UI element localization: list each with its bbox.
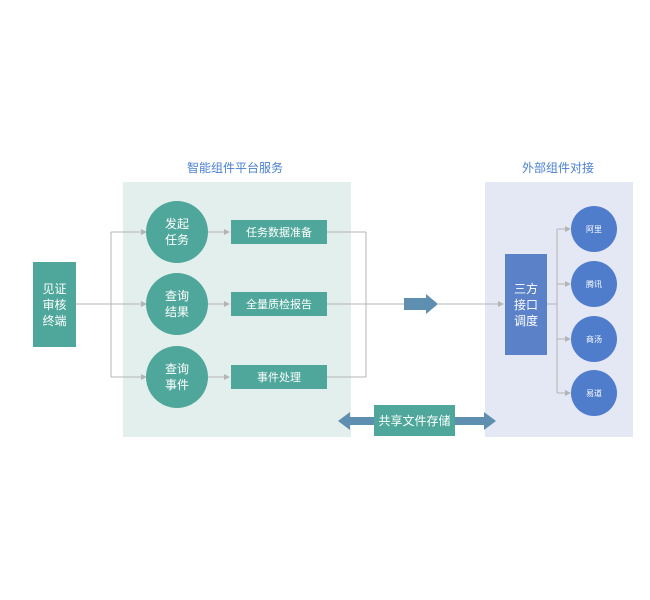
vendor-ali-label: 阿里 xyxy=(586,224,602,234)
task-data-prep-node: 任务数据准备 xyxy=(231,220,327,244)
vendor-sensetime-label: 商汤 xyxy=(586,334,602,344)
shared-storage-node: 共享文件存储 xyxy=(374,405,455,436)
query-result-node: 查询 结果 xyxy=(146,273,208,335)
shared-storage-label: 共享文件存储 xyxy=(378,414,451,428)
external-title: 外部组件对接 xyxy=(521,161,594,175)
vendor-tencent-node: 腾讯 xyxy=(571,261,617,307)
vendor-yidao-node: 易道 xyxy=(571,370,617,416)
review-terminal-node: 见证 审核 终端 xyxy=(33,262,76,347)
event-handling-label: 事件处理 xyxy=(257,371,301,384)
vendor-sensetime-node: 商汤 xyxy=(571,316,617,362)
vendor-ali-node: 阿里 xyxy=(571,206,617,252)
start-task-label: 发起 任务 xyxy=(164,217,189,247)
platform-title: 智能组件平台服务 xyxy=(186,161,283,175)
forward-arrow xyxy=(404,294,438,314)
full-qc-report-label: 全量质检报告 xyxy=(246,298,312,311)
third-party-dispatch-node: 三方 接口 调度 xyxy=(505,254,547,355)
query-event-node: 查询 事件 xyxy=(146,346,208,408)
event-handling-node: 事件处理 xyxy=(231,365,327,389)
third-party-dispatch-label: 三方 接口 调度 xyxy=(513,281,538,328)
query-result-label: 查询 结果 xyxy=(164,289,189,319)
task-data-prep-label: 任务数据准备 xyxy=(246,226,312,239)
vendor-tencent-label: 腾讯 xyxy=(586,279,602,289)
full-qc-report-node: 全量质检报告 xyxy=(231,292,327,316)
vendor-yidao-label: 易道 xyxy=(586,388,602,398)
review-terminal-label: 见证 审核 终端 xyxy=(42,281,67,328)
query-event-label: 查询 事件 xyxy=(164,362,189,392)
start-task-node: 发起 任务 xyxy=(146,201,208,263)
